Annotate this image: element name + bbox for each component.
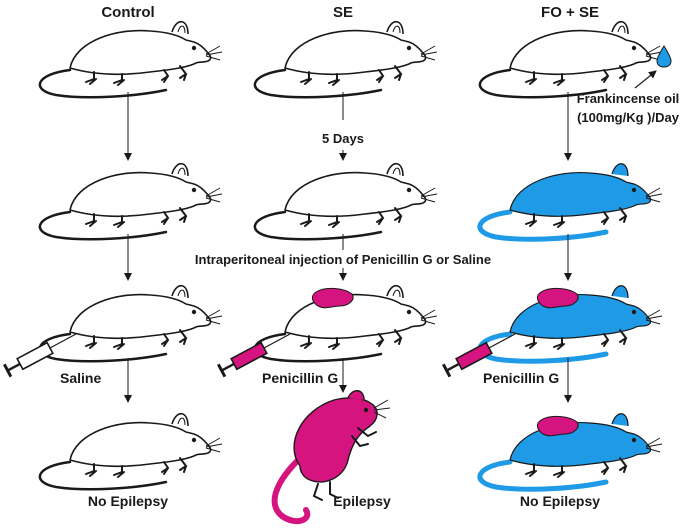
- injection-label: Intraperitoneal injection of Penicillin …: [195, 252, 491, 267]
- outcome-fo: No Epilepsy: [520, 493, 600, 509]
- oil-arrow: [634, 70, 657, 89]
- outcome-se: Epilepsy: [333, 493, 391, 509]
- outcome-control: No Epilepsy: [88, 493, 168, 509]
- oil-drop-icon: [656, 45, 672, 68]
- syringe-label-fo: Penicillin G: [483, 370, 559, 386]
- rat-se-baseline: [253, 20, 439, 99]
- rat-control-outcome: [38, 412, 224, 491]
- column-title-fo-se: FO + SE: [541, 4, 599, 21]
- rat-se-day5: [253, 162, 439, 241]
- column-title-control: Control: [101, 4, 154, 21]
- seizure-focus-fo-outcome: [536, 415, 579, 437]
- rat-control-injected: [38, 284, 224, 363]
- rat-control-day5: [38, 162, 224, 241]
- syringe-label-se: Penicillin G: [262, 370, 338, 386]
- rat-fo-day5: [480, 164, 662, 240]
- syringe-label-control: Saline: [60, 370, 101, 386]
- treatment-label-line1: Frankincense oil: [577, 91, 680, 106]
- seizure-focus-se: [311, 287, 354, 309]
- duration-label: 5 Days: [322, 131, 364, 146]
- treatment-label-line2: (100mg/Kg )/Day: [577, 110, 680, 125]
- rat-control-baseline: [38, 20, 224, 99]
- column-title-se: SE: [333, 4, 353, 21]
- seizure-focus-fo: [536, 287, 579, 309]
- rat-fo-baseline: [478, 20, 664, 99]
- rat-se-seizure: [271, 390, 391, 525]
